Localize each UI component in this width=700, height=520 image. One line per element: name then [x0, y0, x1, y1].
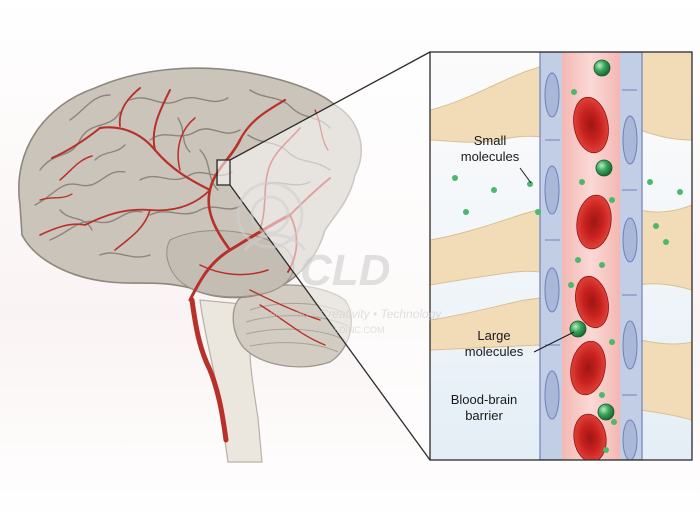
watermark-logo-icon — [236, 181, 307, 251]
small-molecules-label-line2: molecules — [461, 149, 520, 164]
red-blood-cells — [570, 96, 612, 460]
label-small-molecules: Small molecules — [461, 133, 520, 164]
tight-junctions — [545, 89, 637, 396]
bbb-label-line1: Blood-brain — [451, 392, 518, 407]
watermark-tagline: Learning • Creativity • Technology — [262, 307, 442, 321]
astrocyte-processes — [430, 52, 692, 421]
large-molecules-label-line1: Large — [477, 328, 510, 343]
label-large-molecules: Large molecules — [465, 328, 524, 359]
endothelial-cells — [544, 72, 638, 460]
watermark: CLD Learning • Creativity • Technology W… — [236, 181, 442, 335]
large-molecules-label-line2: molecules — [465, 344, 524, 359]
large-molecules-leader — [533, 331, 575, 353]
watermark-logo-text: CLD — [300, 246, 390, 295]
watermark-url: WWW.CLDINC.COM — [300, 325, 385, 335]
small-molecules — [452, 89, 683, 453]
small-molecules-label-line1: Small — [474, 133, 507, 148]
bbb-label-line2: barrier — [465, 408, 503, 423]
large-molecules — [569, 59, 615, 421]
small-molecules-leader — [519, 167, 532, 184]
label-blood-brain-barrier: Blood-brain barrier — [451, 392, 518, 423]
vertebral-artery — [189, 297, 229, 443]
zoom-region-marker — [216, 159, 231, 186]
zoom-panel-border — [429, 51, 693, 461]
zoom-panel: Small molecules Large molecules Blood-br… — [429, 51, 693, 461]
